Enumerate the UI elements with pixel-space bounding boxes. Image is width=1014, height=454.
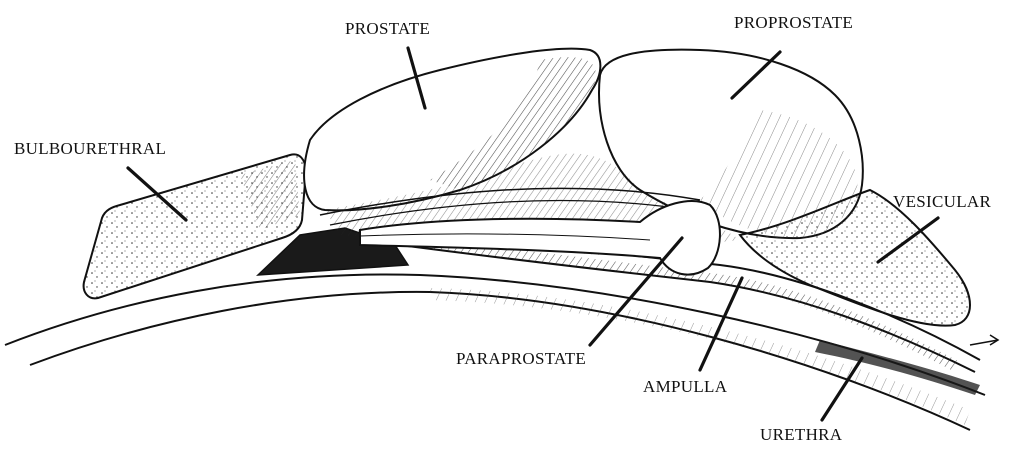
tip-arrow bbox=[970, 335, 998, 345]
label-paraprostate: PARAPROSTATE bbox=[456, 350, 586, 367]
label-proprostate: PROPROSTATE bbox=[734, 14, 853, 31]
label-vesicular: VESICULAR bbox=[893, 193, 991, 210]
label-urethra: URETHRA bbox=[760, 426, 842, 443]
label-ampulla: AMPULLA bbox=[643, 378, 727, 395]
label-prostate: PROSTATE bbox=[345, 20, 430, 37]
label-bulbourethral: BULBOURETHRAL bbox=[14, 140, 166, 157]
bulbourethral-gland bbox=[84, 154, 306, 298]
leader-ampulla bbox=[700, 278, 742, 370]
